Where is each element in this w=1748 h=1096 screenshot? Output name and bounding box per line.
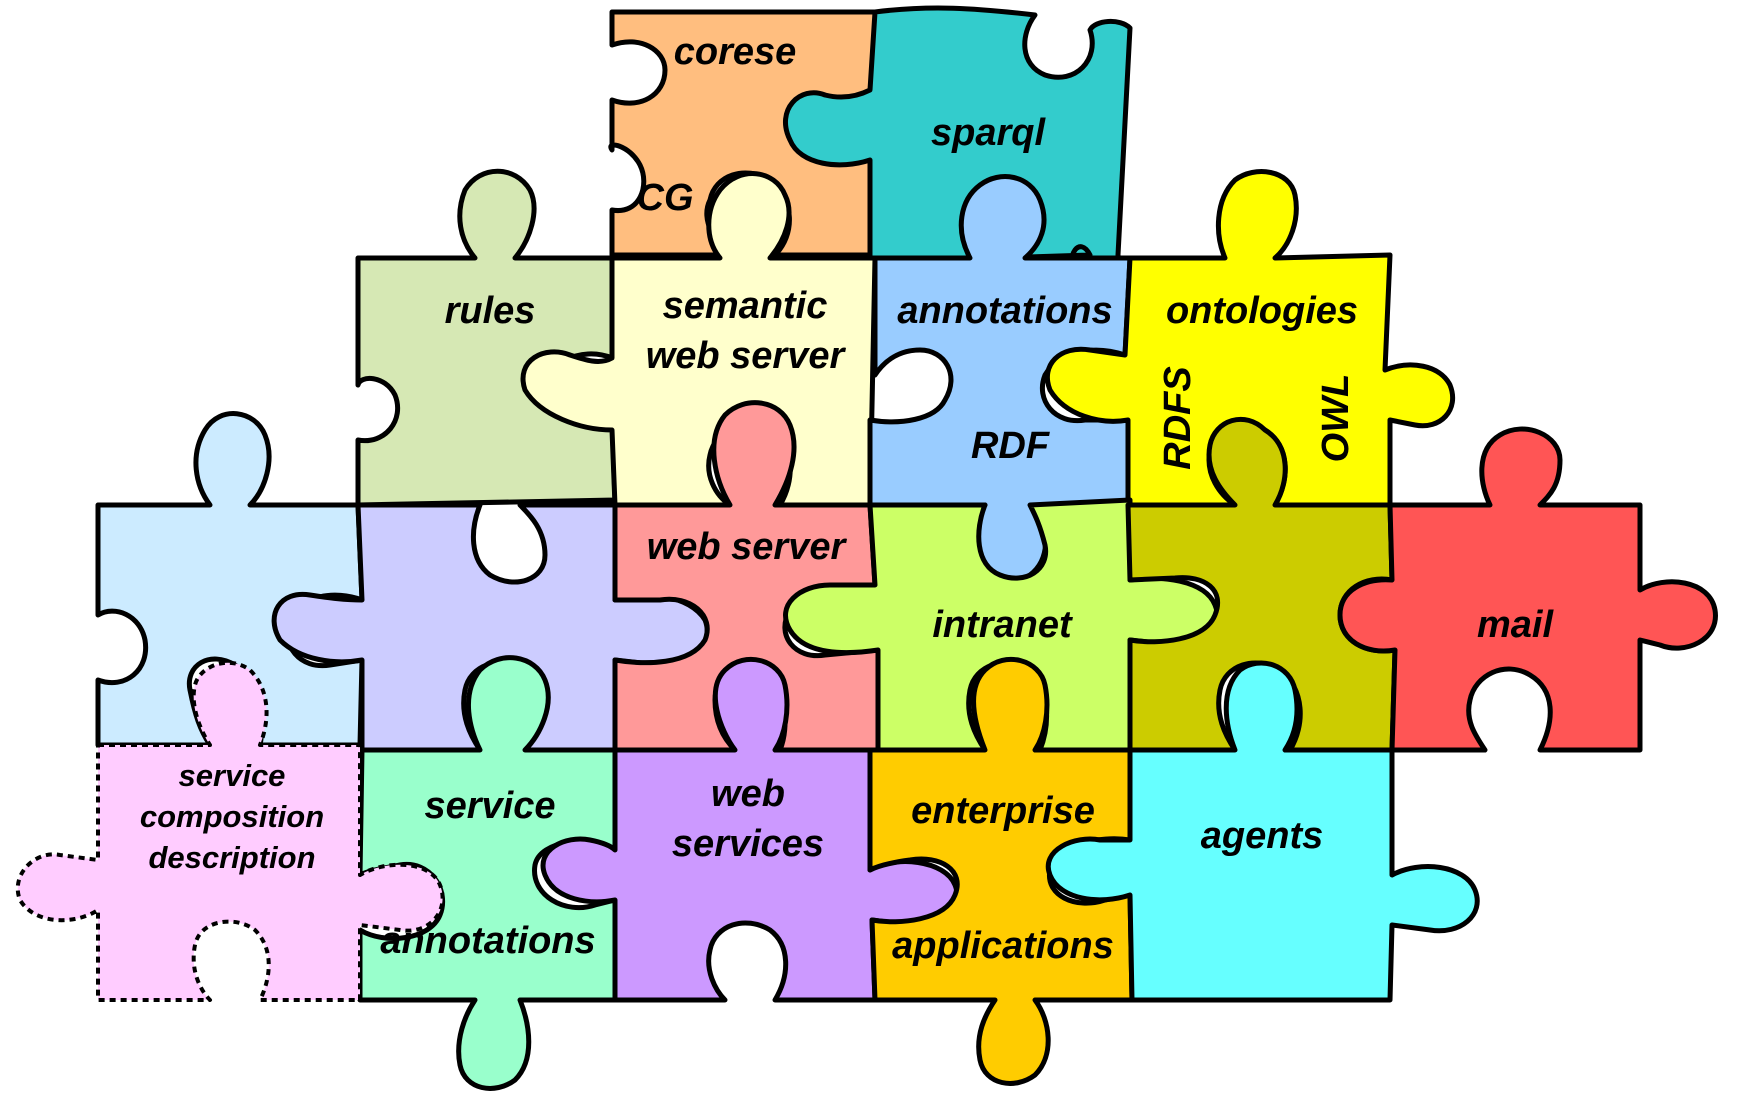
piece-label: OWL <box>1315 374 1357 463</box>
puzzle-piece-webservices: web services <box>540 656 960 1003</box>
piece-label: web server <box>647 526 848 568</box>
piece-shape <box>867 656 1135 1086</box>
piece-label: rules <box>445 290 536 332</box>
piece-label: services <box>672 823 824 865</box>
piece-shape <box>15 660 445 1002</box>
piece-label: corese <box>674 31 797 73</box>
piece-label: service <box>424 785 555 827</box>
piece-shape <box>1045 660 1480 1003</box>
piece-shape <box>355 168 618 508</box>
piece-label: composition <box>140 799 324 834</box>
piece-label: web server <box>646 335 847 377</box>
piece-label: ontologies <box>1166 290 1358 332</box>
puzzle-piece-servicecomp: service composition description <box>15 660 445 1002</box>
puzzle-piece-agents: agents <box>1045 660 1480 1003</box>
piece-label: CG <box>637 177 694 219</box>
puzzle-piece-mail: mail <box>1337 426 1718 753</box>
puzzle-piece-rules: rules <box>355 168 618 508</box>
piece-label: annotations <box>897 290 1112 332</box>
piece-label: semantic <box>663 285 828 327</box>
piece-label: enterprise <box>911 790 1095 832</box>
piece-label: agents <box>1201 815 1323 857</box>
piece-label: mail <box>1477 604 1554 646</box>
piece-label: intranet <box>932 604 1073 646</box>
piece-label: description <box>148 840 315 875</box>
piece-label: RDFS <box>1157 366 1199 469</box>
puzzle-piece-corese: corese CG <box>608 9 878 258</box>
piece-label: sparql <box>931 112 1046 154</box>
piece-label: service <box>179 758 286 793</box>
piece-shape <box>357 655 618 1091</box>
piece-label: RDF <box>971 425 1051 467</box>
puzzle-piece-enterprise: enterprise applications <box>867 656 1135 1086</box>
piece-shape <box>540 656 960 1003</box>
piece-label: web <box>711 773 785 815</box>
puzzle-piece-serviceann: service annotations <box>357 655 618 1091</box>
piece-label: applications <box>892 925 1114 967</box>
piece-shape <box>1337 426 1718 753</box>
